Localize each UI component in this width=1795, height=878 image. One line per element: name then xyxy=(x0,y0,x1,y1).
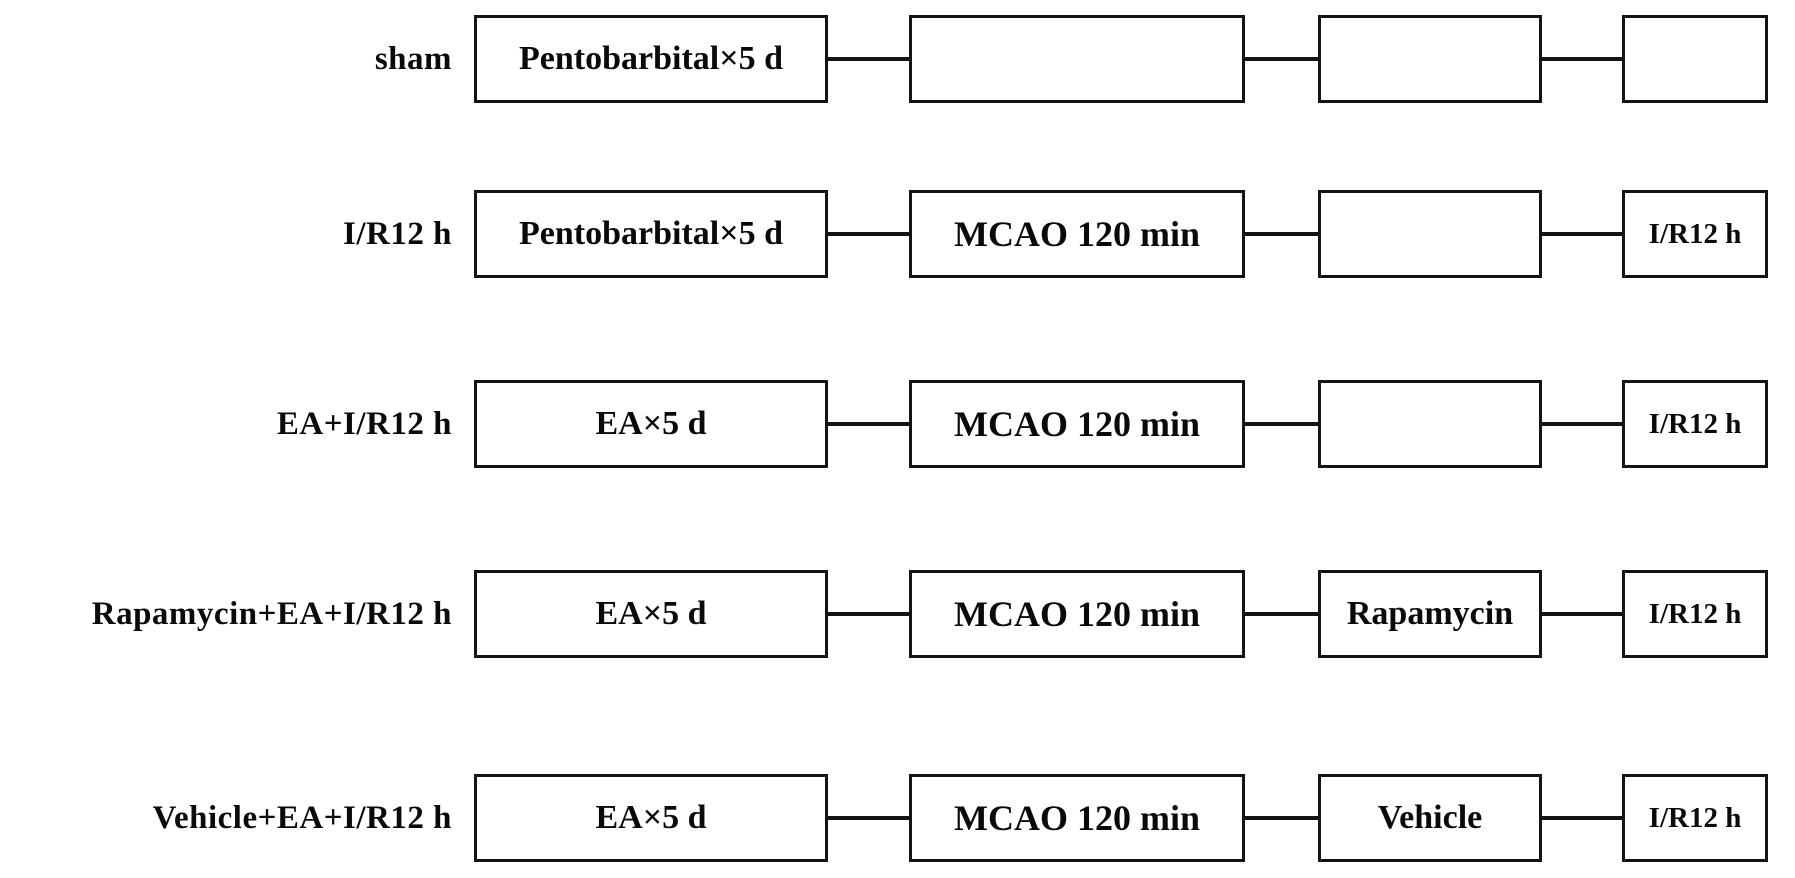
connector-line xyxy=(1243,232,1320,236)
stage-box-i-r12-h: I/R12 h xyxy=(1622,570,1768,658)
stage-box-mcao-120-min: MCAO 120 min xyxy=(909,380,1245,468)
stage-box-pentobarbital-5-d: Pentobarbital×5 d xyxy=(474,190,828,278)
group-row-rapamycin-ea-i-r12-h: Rapamycin+EA+I/R12 h EA×5 d MCAO 120 min Ra… xyxy=(0,570,1795,658)
connector-line xyxy=(1243,612,1320,616)
stage-box-mcao-120-min: MCAO 120 min xyxy=(909,774,1245,862)
stage-box-i-r12-h: I/R12 h xyxy=(1622,190,1768,278)
connector-line xyxy=(1540,422,1624,426)
stage-box-i-r12-h: I/R12 h xyxy=(1622,380,1768,468)
stage-box-empty xyxy=(1318,190,1542,278)
connector-line xyxy=(1540,232,1624,236)
stage-box-mcao-120-min: MCAO 120 min xyxy=(909,190,1245,278)
connector-line xyxy=(1243,57,1320,61)
connector-line xyxy=(1243,422,1320,426)
group-row-sham: sham Pentobarbital×5 d xyxy=(0,15,1795,103)
connector-line xyxy=(1540,816,1624,820)
connector-line xyxy=(1540,612,1624,616)
group-row-i-r12-h: I/R12 h Pentobarbital×5 d MCAO 120 min I/R1… xyxy=(0,190,1795,278)
group-label-vehicle-ea-i-r12-h: Vehicle+EA+I/R12 h xyxy=(152,799,452,836)
connector-line xyxy=(1540,57,1624,61)
stage-box-empty xyxy=(1318,380,1542,468)
stage-box-rapamycin: Rapamycin xyxy=(1318,570,1542,658)
group-label-rapamycin-ea-i-r12-h: Rapamycin+EA+I/R12 h xyxy=(91,595,452,632)
stage-box-empty xyxy=(1318,15,1542,103)
connector-line xyxy=(826,816,911,820)
stage-box-pentobarbital-5-d: Pentobarbital×5 d xyxy=(474,15,828,103)
stage-box-empty xyxy=(909,15,1245,103)
stage-box-ea-5-d: EA×5 d xyxy=(474,380,828,468)
group-label-sham: sham xyxy=(374,40,452,77)
stage-box-i-r12-h: I/R12 h xyxy=(1622,774,1768,862)
stage-box-empty xyxy=(1622,15,1768,103)
group-row-vehicle-ea-i-r12-h: Vehicle+EA+I/R12 h EA×5 d MCAO 120 min Vehi… xyxy=(0,774,1795,862)
stage-box-ea-5-d: EA×5 d xyxy=(474,570,828,658)
group-row-ea-i-r12-h: EA+I/R12 h EA×5 d MCAO 120 min I/R12 h xyxy=(0,380,1795,468)
connector-line xyxy=(826,612,911,616)
stage-box-ea-5-d: EA×5 d xyxy=(474,774,828,862)
connector-line xyxy=(826,57,911,61)
connector-line xyxy=(826,232,911,236)
group-label-ea-i-r12-h: EA+I/R12 h xyxy=(276,405,452,442)
connector-line xyxy=(1243,816,1320,820)
connector-line xyxy=(826,422,911,426)
stage-box-mcao-120-min: MCAO 120 min xyxy=(909,570,1245,658)
group-label-i-r12-h: I/R12 h xyxy=(343,215,452,252)
stage-box-vehicle: Vehicle xyxy=(1318,774,1542,862)
